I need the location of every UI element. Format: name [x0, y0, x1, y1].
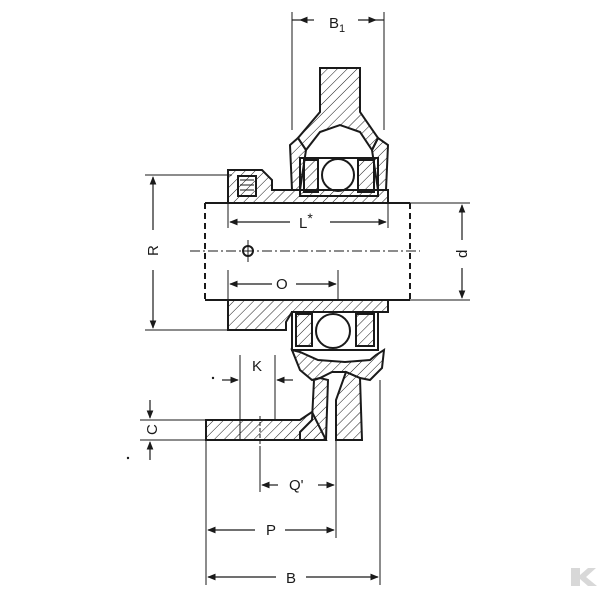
set-screw-hole-symbol	[242, 240, 254, 262]
dimension-b1	[291, 12, 385, 130]
label-r: R	[145, 245, 162, 256]
dimension-o	[227, 270, 339, 300]
label-k: K	[252, 358, 262, 375]
upper-inner-ring	[227, 169, 389, 204]
kramp-k-logo	[571, 568, 597, 586]
dimension-l	[227, 203, 389, 228]
dimension-p	[205, 440, 337, 585]
lower-inner-ring	[227, 299, 389, 331]
dimension-r	[145, 174, 232, 331]
label-o: O	[276, 276, 288, 293]
label-d: d	[454, 250, 471, 258]
label-p: P	[266, 522, 276, 539]
base-foot	[205, 410, 328, 446]
label-b: B	[286, 570, 296, 587]
stray-dot	[211, 376, 215, 380]
lower-bearing	[291, 311, 379, 351]
dimension-q-prime	[259, 440, 337, 492]
dimension-d	[410, 202, 470, 301]
dimension-b	[207, 380, 381, 585]
dimension-c	[140, 400, 206, 460]
stray-dot	[126, 456, 130, 460]
label-l-star: L*	[299, 210, 313, 232]
dimension-k	[222, 355, 293, 420]
label-b1: B1	[329, 15, 345, 35]
lower-housing	[290, 348, 386, 441]
label-c: C	[144, 424, 161, 435]
label-q-prime: Q'	[289, 477, 304, 494]
upper-housing	[288, 67, 390, 191]
